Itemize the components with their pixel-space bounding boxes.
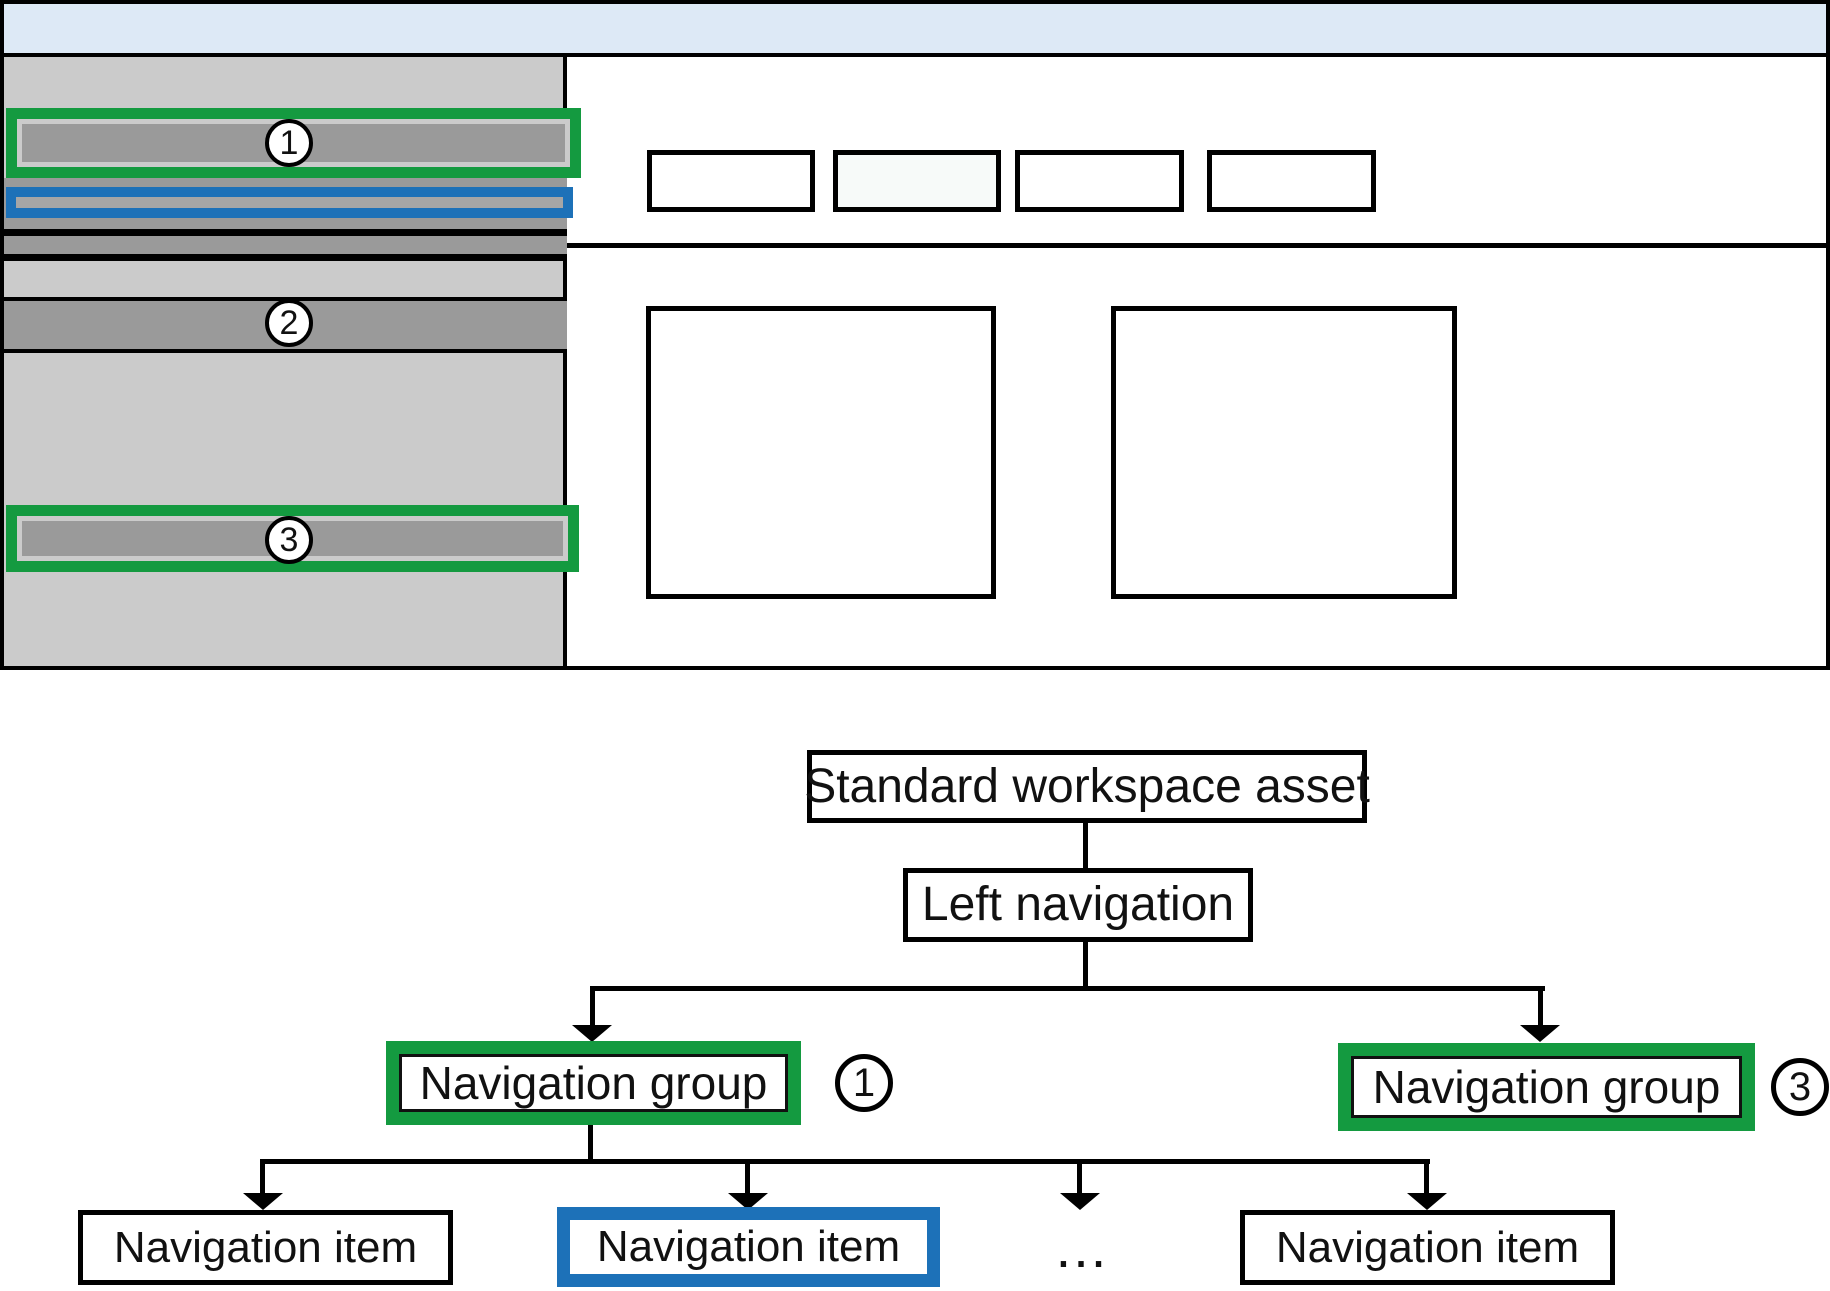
annotation-badge-3: 3 bbox=[265, 516, 313, 564]
workspace-wireframe: 1 2 3 bbox=[0, 0, 1830, 670]
tree-node-nav-item-selected: Navigation item bbox=[557, 1207, 940, 1287]
arrow-down-icon bbox=[1407, 1193, 1447, 1210]
sidebar-divider bbox=[4, 229, 567, 236]
nav-group-label: Navigation group bbox=[399, 1054, 788, 1112]
tree-node-nav-group-3: Navigation group bbox=[1338, 1043, 1755, 1131]
tree-node-nav-group-1: Navigation group bbox=[386, 1041, 801, 1125]
annotation-badge-3: 3 bbox=[1771, 1058, 1829, 1116]
arrow-down-icon bbox=[572, 1025, 612, 1042]
toolbar-placeholder-3 bbox=[1015, 150, 1184, 212]
content-card-placeholder-1 bbox=[646, 306, 996, 599]
tree-connector bbox=[1424, 1159, 1429, 1195]
annotation-badge-1: 1 bbox=[265, 119, 313, 167]
tree-ellipsis: ... bbox=[1055, 1215, 1109, 1279]
left-navigation-sidebar: 1 2 3 bbox=[4, 57, 581, 666]
tree-connector bbox=[590, 986, 1545, 991]
annotation-badge-1: 1 bbox=[835, 1054, 893, 1112]
nav-item-bar bbox=[4, 236, 567, 254]
content-divider-line bbox=[567, 243, 1826, 248]
tree-connector bbox=[260, 1159, 265, 1195]
tree-connector bbox=[590, 986, 595, 1028]
tree-node-nav-item-4: Navigation item bbox=[1240, 1210, 1615, 1285]
tree-node-root: Standard workspace asset bbox=[804, 750, 1370, 823]
tree-connector bbox=[588, 1125, 593, 1163]
global-header-bar bbox=[4, 4, 1826, 57]
toolbar-placeholder-2 bbox=[833, 150, 1001, 212]
sidebar-divider bbox=[4, 254, 567, 261]
toolbar-placeholder-4 bbox=[1207, 150, 1376, 212]
tree-connector bbox=[745, 1159, 750, 1195]
tree-connector bbox=[1083, 941, 1088, 988]
tree-node-left-navigation: Left navigation bbox=[903, 868, 1253, 942]
arrow-down-icon bbox=[1060, 1193, 1100, 1210]
content-card-placeholder-2 bbox=[1111, 306, 1457, 599]
arrow-down-icon bbox=[728, 1193, 768, 1210]
selected-nav-item-annotation bbox=[6, 187, 573, 218]
arrow-down-icon bbox=[243, 1193, 283, 1210]
tree-connector bbox=[261, 1159, 1430, 1164]
tree-connector bbox=[1538, 986, 1543, 1028]
tree-node-nav-item-1: Navigation item bbox=[78, 1210, 453, 1285]
arrow-down-icon bbox=[1520, 1025, 1560, 1042]
toolbar-placeholder-1 bbox=[647, 150, 815, 212]
nav-group-label: Navigation group bbox=[1351, 1056, 1742, 1118]
tree-connector bbox=[1083, 822, 1088, 869]
tree-connector bbox=[1077, 1159, 1082, 1195]
annotation-badge-2: 2 bbox=[265, 299, 313, 347]
